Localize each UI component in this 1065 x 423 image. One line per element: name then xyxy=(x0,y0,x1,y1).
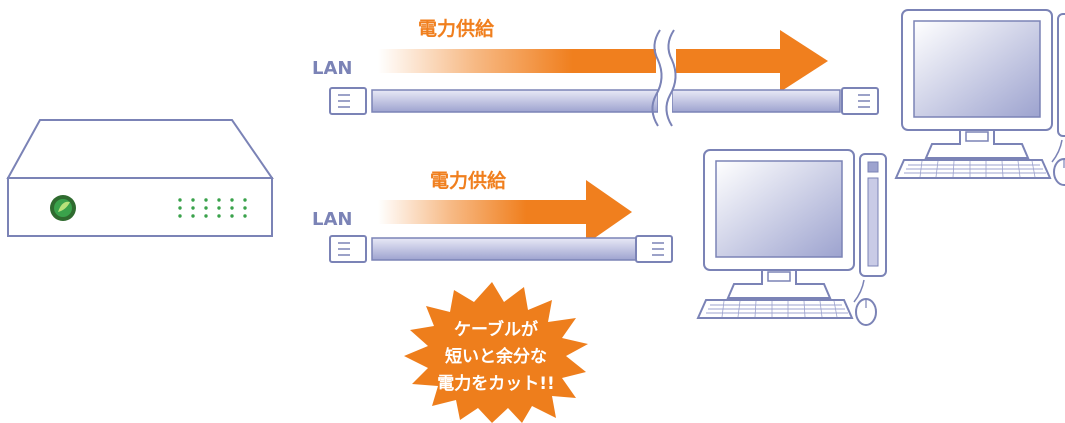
cable-break-mark xyxy=(651,28,677,128)
poe-switch-icon xyxy=(6,119,274,237)
connector-plug-icon xyxy=(329,235,367,263)
lan-cable-top xyxy=(329,87,879,115)
power-supply-label-top: 電力供給 xyxy=(418,17,495,40)
desktop-computer-icon-left xyxy=(697,149,887,326)
lan-label-top: LAN xyxy=(312,58,352,79)
port-led-array xyxy=(178,198,247,218)
connector-plug-icon xyxy=(329,87,367,115)
power-arrow-top-head xyxy=(676,30,828,92)
burst-text-line3: 電力をカット!! xyxy=(437,373,555,394)
eco-badge-icon xyxy=(50,195,76,221)
burst-text-line1: ケーブルが xyxy=(454,319,538,340)
starburst-callout: ケーブルが 短いと余分な 電力をカット!! xyxy=(404,282,588,423)
power-arrow-bottom xyxy=(378,180,632,244)
short-cable-row: 電力供給 LAN xyxy=(312,149,887,326)
power-supply-label-bottom: 電力供給 xyxy=(430,169,507,192)
burst-text-line2: 短いと余分な xyxy=(445,346,547,367)
desktop-computer-icon-right xyxy=(895,9,1065,186)
lan-cable-bottom xyxy=(329,235,673,263)
power-arrow-top-body xyxy=(378,49,656,73)
long-cable-row: 電力供給 LAN xyxy=(312,9,1065,186)
starburst-icon xyxy=(404,282,588,423)
lan-label-bottom: LAN xyxy=(312,209,352,230)
